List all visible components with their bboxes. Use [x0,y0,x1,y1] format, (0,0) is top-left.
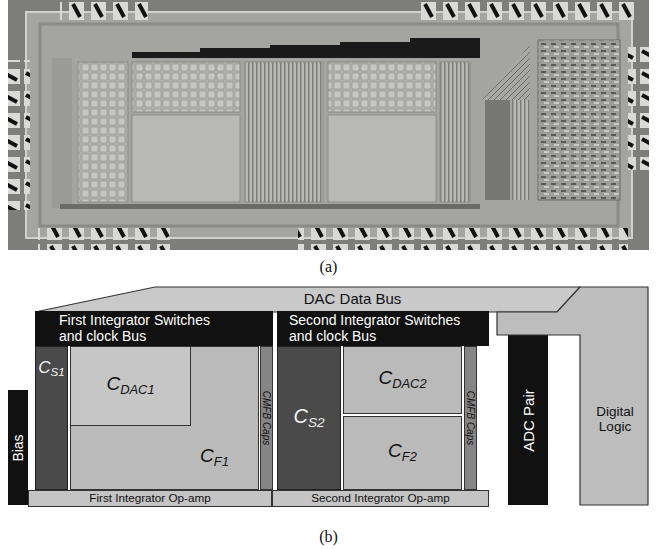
block-label: CDAC2 [378,368,426,391]
adc-area [485,100,510,200]
block-label: Second Integrator Switches and clock Bus [289,313,471,344]
block-label: Digital Logic [581,405,649,435]
capacitor-array [132,62,240,112]
subscript: F2 [402,449,417,464]
dac-cap: CDAC2 [343,346,462,414]
capacitor-array [78,62,128,202]
block-label: Second Integrator Op-amp [311,492,449,505]
text-holder: CMFB Caps [465,347,476,489]
subscript: DAC1 [120,382,154,397]
logic-block: Digital Logic [497,287,649,505]
cmfb-cap: CMFB Caps [464,346,477,490]
feedback-cap: CF1 CDAC1 [70,346,259,490]
panel-label-holder: (b) [0,526,657,548]
text-holder: First Integrator Switches and clock Bus [35,311,273,346]
bias-block: Bias [8,390,28,505]
dac-cap: CDAC1 [70,346,191,426]
block-label: CS2 [293,405,324,431]
bond-pads [38,228,170,250]
cmfb-cap: CMFB Caps [260,346,273,490]
block-label: CMFB Caps [262,391,272,445]
text-holder: Digital Logic [581,335,649,505]
sampling-cap: CS1 [35,346,68,490]
block-label: Bias [11,434,25,461]
panel-label: (a) [320,258,338,276]
block-label: CDAC1 [106,374,154,397]
data-bus: DAC Data Bus [35,287,580,312]
block-label: CF2 [388,441,417,464]
subscript: DAC2 [392,376,426,391]
text-holder: Bias [8,390,28,505]
switch-bus: First Integrator Switches and clock Bus [35,311,273,346]
capacitor-array [328,115,436,202]
text-holder: CMFB Caps [261,347,272,489]
text-holder: ADC Pair [508,335,548,505]
subscript: S2 [308,415,325,430]
opamp-row [60,204,480,209]
text-holder: CF2 [344,417,461,489]
bus-wedge [132,38,480,58]
text-holder: Second Integrator Op-amp [273,491,488,506]
text-holder: CS2 [278,347,340,489]
block-label: ADC Pair [521,389,536,452]
shape-outline [35,287,580,312]
subscript: S1 [51,366,65,378]
switch-bus: Second Integrator Switches and clock Bus [277,311,489,346]
shape-outline [497,287,649,505]
opamp-band: First Integrator Op-amp [28,490,272,507]
seal-ring [40,24,618,226]
bond-pads [298,228,628,250]
text-holder: DAC Data Bus [165,287,540,312]
text-holder: CF1 [171,427,258,489]
feedback-cap: CF2 [343,416,462,490]
bond-pads [420,0,640,22]
photo-ground [8,0,649,250]
capacitor-array [440,62,470,202]
bus-fan [482,45,530,100]
subscript: F1 [214,454,229,469]
text-holder: First Integrator Op-amp [29,491,271,506]
panel-label-holder: (a) [0,256,657,278]
block-label: CS1 [38,359,64,379]
block-label: First Integrator Switches and clock Bus [59,313,219,344]
adc-block: ADC Pair [508,335,548,505]
capacitor-array [132,115,240,202]
bond-pads [60,0,148,22]
logic-area [538,40,620,200]
block-label: DAC Data Bus [304,291,402,308]
shape-outline [497,287,648,505]
capacitor-array [245,62,323,202]
bond-pads [8,60,30,210]
block-label: First Integrator Op-amp [89,492,210,505]
opamp-band: Second Integrator Op-amp [272,490,489,507]
bias-area [52,58,72,208]
adc-area [512,100,530,200]
block-label: CF1 [200,446,229,469]
text-holder: CDAC2 [344,347,461,413]
text-holder: Second Integrator Switches and clock Bus [277,311,489,346]
bond-pads [628,40,649,170]
capacitor-array [328,62,436,112]
panel-label: (b) [319,528,338,546]
sampling-cap: CS2 [277,346,341,490]
die [26,12,632,238]
text-holder: CDAC1 [71,347,190,425]
text-holder: CS1 [36,347,67,489]
block-label: CMFB Caps [466,391,476,445]
